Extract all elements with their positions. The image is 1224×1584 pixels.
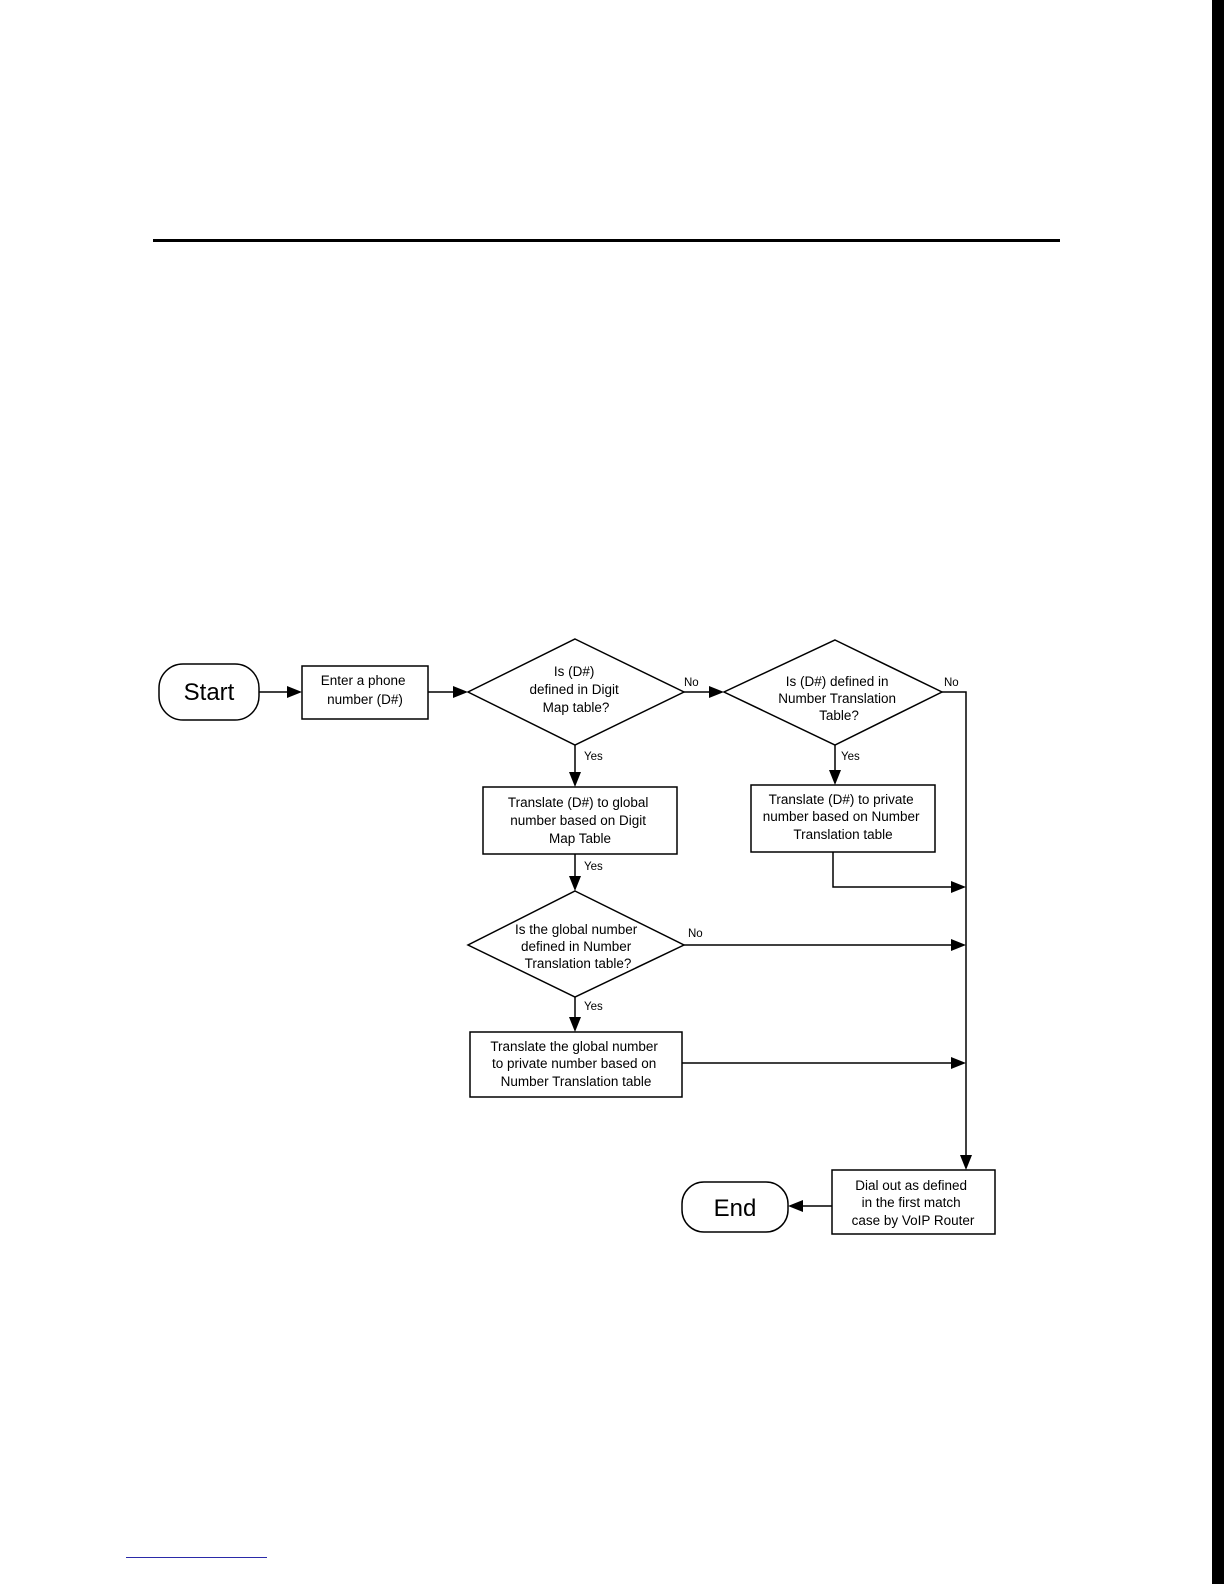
svg-text:Dial out as defined in t: Dial out as defined in the first match c… (852, 1178, 975, 1228)
edge-label-yes: Yes (584, 1001, 603, 1013)
dial-out-line-2: in the first match (862, 1195, 961, 1210)
decision-number-translation-line-2: Number Translation (778, 691, 896, 706)
start-terminal: Start (158, 663, 260, 721)
arrowhead (960, 1155, 972, 1170)
end-label: End (714, 1195, 757, 1222)
decision-global-line-3: Translation table? (525, 956, 632, 971)
edge-label-no: No (684, 677, 699, 689)
svg-text:Translate (D#) to private: Translate (D#) to private number based o… (763, 792, 924, 842)
svg-text:Is the global number def: Is the global number defined in Number T… (515, 922, 641, 971)
translate-g2p-line-3: Number Translation table (501, 1074, 652, 1089)
enter-number-line-2: number (D#) (327, 692, 403, 707)
start-label: Start (184, 679, 235, 706)
process-translate-private: Translate (D#) to private number based o… (750, 784, 936, 853)
translate-private-line-3: Translation table (793, 827, 892, 842)
svg-text:Is (D#) defined in Digit: Is (D#) defined in Digit Map table? (529, 664, 622, 715)
dial-out-line-1: Dial out as defined (855, 1178, 967, 1193)
translate-private-line-1: Translate (D#) to private (769, 792, 914, 807)
translate-g2p-line-1: Translate the global number (490, 1039, 658, 1054)
svg-text:Is (D#) defined in Numbe: Is (D#) defined in Number Translation Ta… (778, 674, 900, 723)
translate-global-line-2: number based on Digit (510, 813, 646, 828)
edge-label-no: No (688, 928, 703, 940)
edge-label-yes: Yes (584, 861, 603, 873)
footer-rule (126, 1557, 267, 1558)
decision-global-line-2: defined in Number (521, 939, 632, 954)
decision-global-line-1: Is the global number (515, 922, 638, 937)
arrowhead (287, 686, 302, 698)
process-enter-number: Enter a phone number (D#) (301, 665, 429, 720)
decision-number-translation-line-1: Is (D#) defined in (786, 674, 889, 689)
decision-number-translation-line-3: Table? (819, 708, 859, 723)
edge-label-no: No (944, 677, 959, 689)
svg-text:Translate the global number: Translate the global number to private n… (490, 1039, 661, 1089)
arrowhead (951, 881, 966, 893)
process-dial-out: Dial out as defined in the first match c… (831, 1169, 996, 1235)
header-rule (153, 239, 1060, 242)
translate-private-line-2: number based on Number (763, 809, 920, 824)
process-translate-global: Translate (D#) to global number based on… (482, 786, 678, 855)
enter-number-line-1: Enter a phone (321, 673, 406, 688)
svg-text:Enter a phone number (D#: Enter a phone number (D#) (321, 673, 410, 707)
end-terminal: End (681, 1181, 789, 1233)
arrowhead (569, 876, 581, 891)
translate-g2p-line-2: to private number based on (492, 1056, 656, 1071)
page-edge-bar (1212, 0, 1224, 1584)
decision-digit-map-line-1: Is (D#) (554, 664, 595, 679)
arrowhead (829, 770, 841, 785)
arrowhead (569, 772, 581, 787)
decision-global-number: Is the global number defined in Number T… (466, 890, 686, 998)
process-translate-global-to-private: Translate the global number to private n… (469, 1031, 683, 1098)
translate-global-line-3: Map Table (549, 831, 611, 846)
decision-digit-map-line-3: Map table? (543, 700, 610, 715)
connectors (259, 686, 972, 1212)
arrowhead (951, 1057, 966, 1069)
arrowhead (453, 686, 468, 698)
edge-decision2-no (942, 691, 967, 1158)
arrowhead (569, 1017, 581, 1032)
decision-digit-map: Is (D#) defined in Digit Map table? (466, 638, 686, 746)
edge-label-yes: Yes (841, 751, 860, 763)
arrowhead (951, 939, 966, 951)
edge-translate-private-out (832, 852, 953, 888)
arrowhead (788, 1200, 803, 1212)
translate-global-line-1: Translate (D#) to global (508, 795, 649, 810)
decision-number-translation: Is (D#) defined in Number Translation Ta… (722, 639, 944, 746)
decision-digit-map-line-2: defined in Digit (529, 682, 619, 697)
dial-out-line-3: case by VoIP Router (852, 1213, 975, 1228)
svg-text:Translate (D#) to global: Translate (D#) to global number based on… (508, 795, 652, 846)
arrowhead (709, 686, 724, 698)
edge-label-yes: Yes (584, 751, 603, 763)
